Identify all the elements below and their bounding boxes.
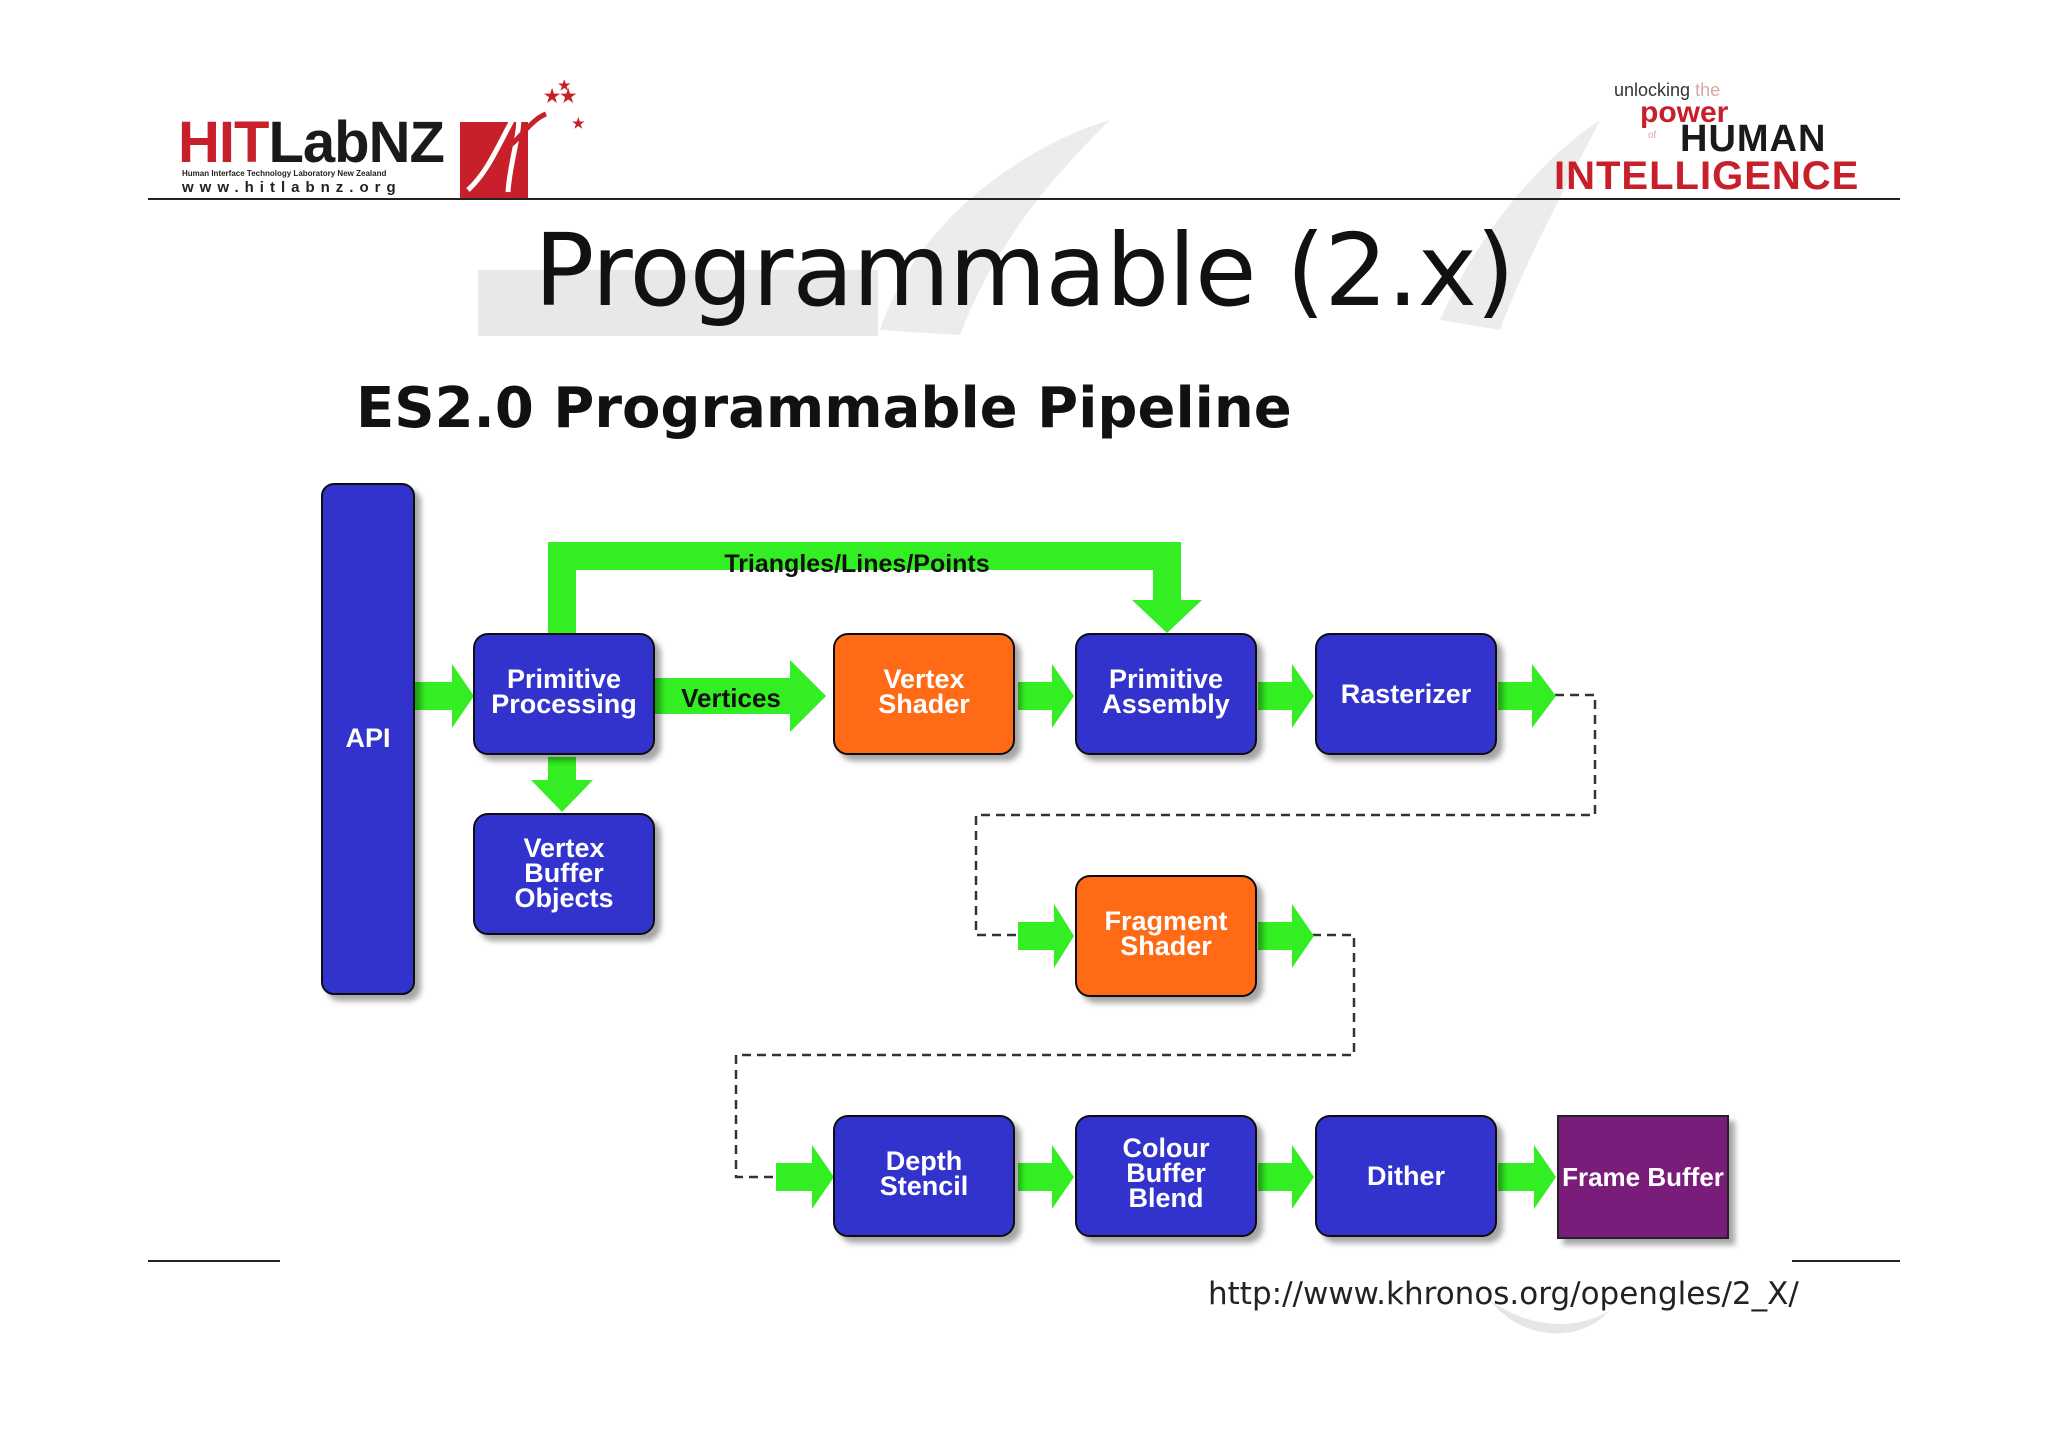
node-primitive-assembly (1075, 633, 1257, 755)
arrow-rasterizer-out (1498, 664, 1556, 728)
unlocking-human-intelligence-logo: unlocking the power of HUMAN INTELLIGENC… (1540, 78, 1890, 198)
node-frame-buffer (1557, 1115, 1729, 1239)
header-divider (148, 198, 1900, 200)
logo-hit-text: HIT (178, 110, 269, 175)
logo-wordmark: HITLabNZ (178, 114, 445, 172)
node-rasterizer (1315, 633, 1497, 755)
arrow-to-depth-stencil (776, 1145, 834, 1209)
label-primitive-assembly-1: Primitive (1109, 664, 1223, 694)
logo-intelligence-text: INTELLIGENCE (1554, 154, 1860, 198)
dashed-connector-rasterizer-fragment (974, 693, 1597, 937)
node-labels: API Primitive Processing Vertex Buffer O… (345, 664, 1723, 1213)
arrow-triangles-lines-points (548, 542, 1202, 635)
node-primitive-processing (473, 633, 655, 755)
label-vbo-3: Objects (514, 883, 613, 913)
logo-unlocking-text: unlocking (1614, 80, 1691, 100)
arrow-vertices (653, 660, 826, 732)
arrow-colour-to-dither (1258, 1145, 1314, 1209)
logo-stars-figure-icon: ★★ ★ ★ (460, 80, 585, 198)
pipeline-nodes (321, 483, 1729, 1239)
arrow-depth-to-colour (1018, 1145, 1074, 1209)
source-url[interactable]: http://www.khronos.org/opengles/2_X/ (1208, 1276, 1799, 1312)
logo-of-text: of (1648, 130, 1657, 141)
label-api: API (345, 723, 390, 753)
node-colour-buffer-blend (1075, 1115, 1257, 1237)
arrow-dither-to-frame-buffer (1498, 1145, 1556, 1209)
logo-nz-text: NZ (368, 110, 445, 175)
hitlabnz-logo: HITLabNZ Human Interface Technology Labo… (178, 80, 598, 200)
label-vertex-shader-1: Vertex (883, 664, 964, 694)
logo-lab-text: Lab (268, 110, 369, 175)
label-vbo-1: Vertex (523, 833, 604, 863)
label-colour-buffer-blend-2: Buffer (1126, 1158, 1206, 1188)
arrow-to-vertex-buffer-objects (531, 757, 593, 812)
arrow-to-fragment-shader (1018, 904, 1074, 968)
label-rasterizer: Rasterizer (1341, 679, 1472, 709)
label-primitive-processing-2: Processing (491, 689, 637, 719)
logo-the-text: the (1695, 80, 1721, 100)
dashed-connector-fragment-depth (734, 933, 1356, 1179)
node-fragment-shader (1075, 875, 1257, 997)
logo-subtitle: Human Interface Technology Laboratory Ne… (182, 169, 387, 178)
label-depth-stencil-2: Stencil (880, 1171, 969, 1201)
label-depth-stencil-1: Depth (886, 1146, 963, 1176)
node-depth-stencil (833, 1115, 1015, 1237)
label-colour-buffer-blend-3: Blend (1128, 1183, 1203, 1213)
arrow-api-to-primitive-processing (414, 664, 474, 728)
label-vbo-2: Buffer (524, 858, 604, 888)
logo-url: www.hitlabnz.org (182, 179, 402, 196)
svg-text:★: ★ (558, 80, 571, 93)
label-dither: Dither (1367, 1161, 1446, 1191)
node-dither (1315, 1115, 1497, 1237)
label-fragment-shader-1: Fragment (1104, 906, 1227, 936)
arrow-fragment-out (1258, 904, 1314, 968)
label-frame-buffer: Frame Buffer (1562, 1162, 1724, 1192)
logo-power-text: power (1640, 96, 1729, 129)
node-vertex-buffer-objects (473, 813, 655, 935)
svg-text:★: ★ (572, 115, 585, 131)
dashed-connectors (734, 693, 1597, 1179)
edge-label-triangles: Triangles/Lines/Points (724, 550, 989, 578)
label-primitive-assembly-2: Assembly (1102, 689, 1230, 719)
svg-text:★★: ★★ (544, 86, 577, 106)
arrow-vertex-shader-to-assembly (1018, 664, 1074, 728)
footer-divider-right (1792, 1260, 1900, 1262)
label-vertex-shader-2: Shader (878, 689, 970, 719)
label-fragment-shader-2: Shader (1120, 931, 1212, 961)
node-api (321, 483, 415, 995)
label-primitive-processing-1: Primitive (507, 664, 621, 694)
footer-divider-left (148, 1260, 280, 1262)
flow-arrows (414, 542, 1556, 1209)
edge-label-vertices: Vertices (681, 683, 781, 713)
label-colour-buffer-blend-1: Colour (1123, 1133, 1210, 1163)
logo-human-text: HUMAN (1680, 118, 1827, 160)
logo-unlocking-line: unlocking the (1614, 80, 1720, 101)
diagram-title: ES2.0 Programmable Pipeline (356, 376, 1292, 441)
node-vertex-shader (833, 633, 1015, 755)
arrow-assembly-to-rasterizer (1258, 664, 1314, 728)
page-title: Programmable (2.x) (534, 212, 1515, 329)
